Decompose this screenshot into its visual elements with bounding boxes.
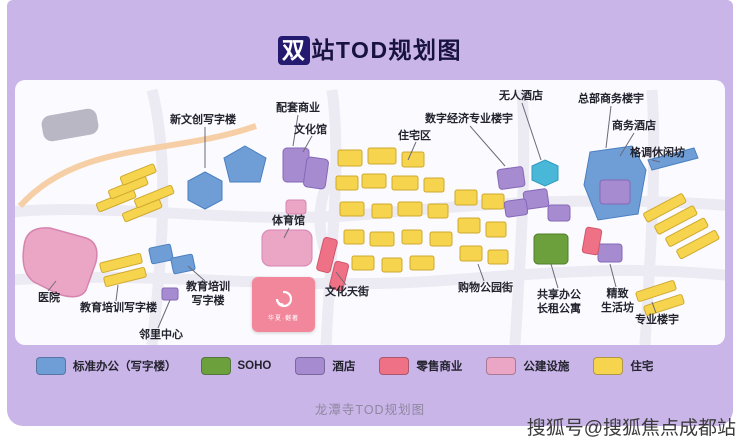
legend-item-standard-office: 标准办公（写字楼） xyxy=(36,357,177,375)
project-logo-text: 华夏·樾著 xyxy=(268,316,299,322)
map-label-fine-living-block: 精致 生活坊 xyxy=(601,288,634,315)
legend-label-hotel: 酒店 xyxy=(332,361,356,373)
map-label-supporting-commercial: 配套商业 xyxy=(276,102,320,114)
map-label-edu-training-office-center: 教育培训 写字楼 xyxy=(186,281,230,308)
map-label-hq-business-tower: 总部商务楼宇 xyxy=(578,93,644,105)
legend-label-retail: 零售商业 xyxy=(416,361,463,373)
legend-label-residential: 住宅 xyxy=(630,361,654,373)
map-label-gymnasium: 体育馆 xyxy=(272,215,305,227)
legend-swatch-public-facility xyxy=(486,357,517,375)
sohu-credit: 搜狐号@搜狐焦点成都站 xyxy=(526,418,736,439)
legend-swatch-hotel xyxy=(295,357,326,375)
legend-swatch-soho xyxy=(200,357,231,375)
project-logo-icon xyxy=(275,290,292,308)
title-rest: 站TOD规划图 xyxy=(311,37,463,63)
legend-item-public-facility: 公建设施 xyxy=(486,357,569,375)
map-label-professional-tower: 专业楼宇 xyxy=(635,314,679,326)
legend-swatch-standard-office xyxy=(36,357,66,375)
map-legend: 标准办公（写字楼） SOHO 酒店 零售商业 公建设施 住宅 xyxy=(36,357,653,375)
map-label-style-leisure-block: 格调休闲坊 xyxy=(630,147,685,159)
map-label-unmanned-hotel: 无人酒店 xyxy=(499,90,543,102)
legend-item-soho: SOHO xyxy=(200,357,272,375)
legend-item-residential: 住宅 xyxy=(593,357,653,375)
map-label-culture-sky-street: 文化天街 xyxy=(325,286,369,298)
legend-swatch-retail xyxy=(379,357,410,375)
map-label-shared-office-apartment: 共享办公 长租公寓 xyxy=(537,289,581,316)
map-label-shopping-park-street: 购物公园街 xyxy=(458,282,513,294)
map-label-digital-economy-tower: 数字经济专业楼宇 xyxy=(425,113,513,125)
legend-item-retail: 零售商业 xyxy=(379,357,462,375)
map-label-neighborhood-center: 邻里中心 xyxy=(139,329,183,341)
watermark-text: 龙潭寺TOD规划图 xyxy=(314,403,426,417)
map-label-cultural-hall: 文化馆 xyxy=(294,124,327,136)
map-label-edu-training-office-left: 教育培训写字楼 xyxy=(80,302,157,314)
legend-label-standard-office: 标准办公（写字楼） xyxy=(73,361,177,373)
legend-label-public-facility: 公建设施 xyxy=(523,361,570,373)
map-label-new-cultural-office: 新文创写字楼 xyxy=(170,114,236,126)
map-label-business-hotel: 商务酒店 xyxy=(612,120,656,132)
legend-swatch-residential xyxy=(593,357,624,375)
legend-label-soho: SOHO xyxy=(237,360,272,372)
map-label-hospital: 医院 xyxy=(38,292,60,304)
title-highlight-char: 双 xyxy=(277,36,311,65)
project-logo: 华夏·樾著 xyxy=(252,277,315,332)
page-title: 双站TOD规划图 xyxy=(0,31,740,65)
map-label-residential-area: 住宅区 xyxy=(398,130,431,142)
legend-item-hotel: 酒店 xyxy=(295,357,355,375)
